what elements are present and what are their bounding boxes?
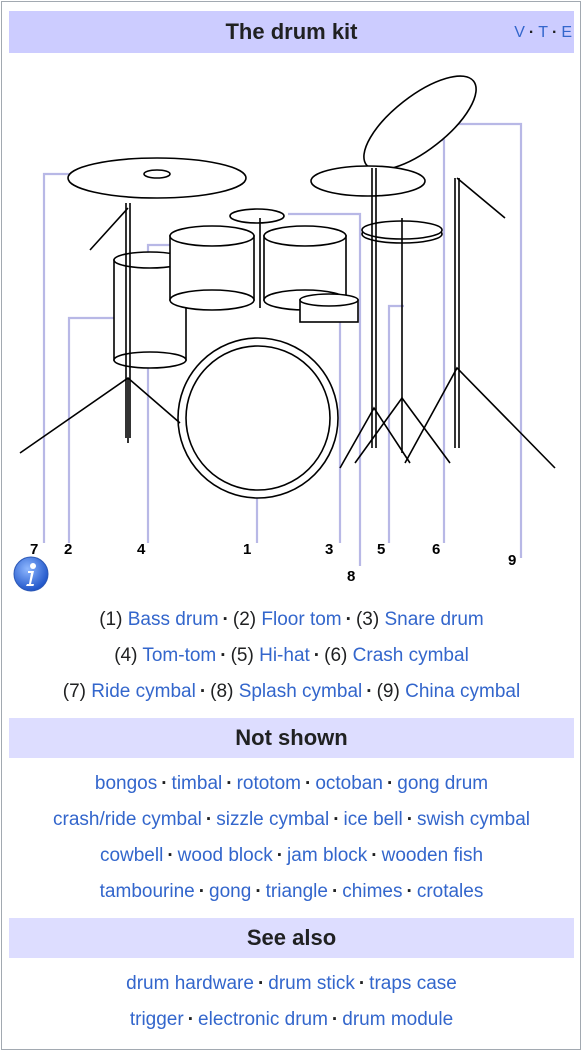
- callout-3: 3: [325, 541, 333, 558]
- callout-5: 5: [377, 541, 385, 558]
- vte-separator: ·: [528, 24, 535, 41]
- china-cymbal-link[interactable]: China cymbal: [405, 681, 521, 702]
- not-shown-row-1: bongos·timbal·rototom·octoban·gong drum: [94, 773, 489, 794]
- see-also-row-1: drum hardware·drum stick·traps case: [126, 973, 457, 994]
- navbox-title: The drum kit: [225, 19, 358, 44]
- navbox-title-bar: The drum kit V·T·E: [9, 11, 574, 53]
- drum-module-link[interactable]: drum module: [342, 1009, 454, 1030]
- edit-template-link[interactable]: E: [561, 24, 572, 41]
- legend-line-3: (7) Ride cymbal·(8) Splash cymbal·(9) Ch…: [62, 681, 521, 702]
- legend-num: (5): [230, 645, 254, 666]
- trigger-link[interactable]: trigger: [129, 1009, 184, 1030]
- callout-8: 8: [347, 568, 355, 585]
- see-also-row-2: trigger·electronic drum·drum module: [129, 1009, 454, 1030]
- bongos-link[interactable]: bongos: [94, 773, 158, 794]
- tambourine-link[interactable]: tambourine: [99, 881, 195, 902]
- not-shown-row-2: crash/ride cymbal·sizzle cymbal·ice bell…: [53, 809, 530, 830]
- wooden-fish-link[interactable]: wooden fish: [381, 845, 484, 866]
- not-shown-header: Not shown: [9, 718, 574, 758]
- ice-bell-link[interactable]: ice bell: [343, 809, 403, 830]
- not-shown-row-4: tambourine·gong·triangle·chimes·crotales: [99, 881, 484, 902]
- legend-num: (4): [114, 645, 138, 666]
- crash-ride-cymbal-link[interactable]: crash/ride cymbal: [53, 809, 202, 830]
- gong-drum-link[interactable]: gong drum: [397, 773, 489, 794]
- legend-line-1: (1) Bass drum·(2) Floor tom·(3) Snare dr…: [99, 609, 484, 630]
- legend-line-2: (4) Tom-tom·(5) Hi-hat·(6) Crash cymbal: [114, 645, 469, 666]
- chimes-link[interactable]: chimes: [342, 881, 403, 902]
- callout-6: 6: [432, 541, 440, 558]
- electronic-drum-link[interactable]: electronic drum: [198, 1009, 328, 1030]
- traps-case-link[interactable]: traps case: [369, 973, 457, 994]
- jam-block-link[interactable]: jam block: [287, 845, 368, 866]
- see-also-header: See also: [9, 918, 574, 958]
- splash-cymbal-link[interactable]: Splash cymbal: [238, 681, 363, 702]
- vte-links: V·T·E: [514, 11, 572, 53]
- octoban-link[interactable]: octoban: [315, 773, 383, 794]
- ride-cymbal-link[interactable]: Ride cymbal: [91, 681, 196, 702]
- wood-block-link[interactable]: wood block: [177, 845, 273, 866]
- legend-num: (7): [62, 681, 87, 702]
- view-template-link[interactable]: V: [514, 24, 525, 41]
- legend-num: (6): [324, 645, 348, 666]
- crash-cymbal-link[interactable]: Crash cymbal: [352, 645, 469, 666]
- talk-template-link[interactable]: T: [538, 24, 548, 41]
- callout-1: 1: [243, 541, 251, 558]
- sizzle-cymbal-link[interactable]: sizzle cymbal: [216, 809, 330, 830]
- floor-tom-link[interactable]: Floor tom: [261, 609, 342, 630]
- drum-stick-link[interactable]: drum stick: [268, 973, 355, 994]
- legend-num: (2): [232, 609, 257, 630]
- drum-kit-diagram[interactable]: 7 2 4 1 3 5 6 8 9: [10, 68, 574, 590]
- legend-num: (8): [210, 681, 234, 702]
- callout-9: 9: [508, 552, 516, 569]
- timbal-link[interactable]: timbal: [171, 773, 223, 794]
- triangle-link[interactable]: triangle: [265, 881, 328, 902]
- snare-drum-link[interactable]: Snare drum: [384, 609, 484, 630]
- swish-cymbal-link[interactable]: swish cymbal: [417, 809, 530, 830]
- tom-tom-link[interactable]: Tom-tom: [142, 645, 217, 666]
- legend-num: (3): [355, 609, 380, 630]
- not-shown-row-3: cowbell·wood block·jam block·wooden fish: [99, 845, 484, 866]
- crotales-link[interactable]: crotales: [416, 881, 484, 902]
- callout-2: 2: [64, 541, 72, 558]
- callout-7: 7: [30, 541, 38, 558]
- gong-link[interactable]: gong: [209, 881, 252, 902]
- rototom-link[interactable]: rototom: [236, 773, 301, 794]
- legend-num: (1): [99, 609, 123, 630]
- cowbell-link[interactable]: cowbell: [99, 845, 164, 866]
- drum-hardware-link[interactable]: drum hardware: [126, 973, 254, 994]
- callout-4: 4: [137, 541, 146, 558]
- vte-separator: ·: [552, 24, 558, 41]
- bass-drum-link[interactable]: Bass drum: [127, 609, 219, 630]
- hi-hat-link[interactable]: Hi-hat: [259, 645, 310, 666]
- info-icon[interactable]: [13, 556, 49, 592]
- legend-num: (9): [376, 681, 400, 702]
